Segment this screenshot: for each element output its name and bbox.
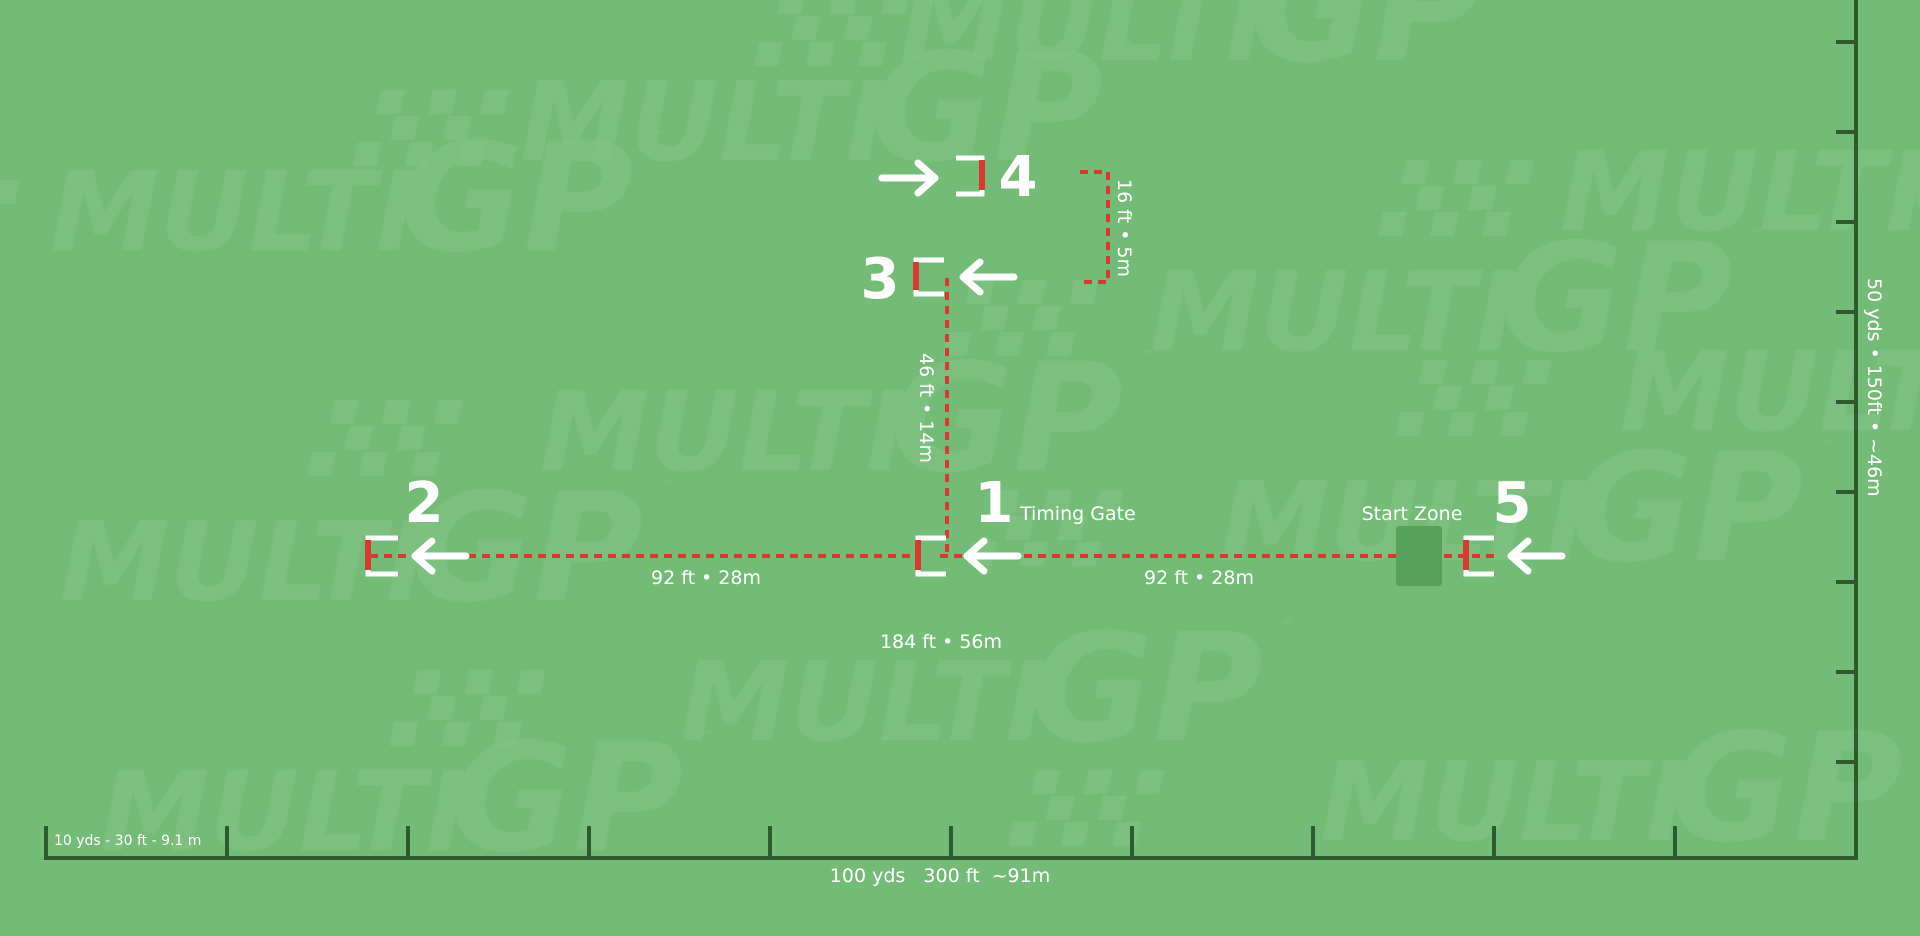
watermark-accent-text: GP: [410, 462, 643, 636]
y-axis-total-label: 50 yds • 150ft • ~46m: [1863, 278, 1885, 497]
measurement-1-to-5: 92 ft • 28m: [1144, 567, 1254, 589]
measurement-total: 184 ft • 56m: [880, 631, 1002, 653]
measurement-3-to-4: 16 ft • 5m: [1113, 179, 1135, 277]
x-scale-label: 10 yds - 30 ft - 9.1 m: [54, 833, 201, 849]
watermark-text: MULTI: [1560, 128, 1920, 256]
path-segment-3-4: [1080, 170, 1110, 284]
gate-1: 1 Timing Gate: [915, 471, 1136, 577]
start-zone-label: Start Zone: [1362, 503, 1463, 525]
watermark-accent-text: GP: [1250, 0, 1483, 96]
trademark-mark: ™: [1280, 618, 1294, 634]
watermark-text: MULTI: [1620, 328, 1920, 456]
gate-4: 4: [878, 145, 1038, 210]
x-axis-total-label: 100 yds 300 ft ~91m: [830, 865, 1050, 887]
watermark-accent-text: GP: [400, 112, 633, 286]
gate-5: 5: [1463, 471, 1566, 577]
left-arrow-icon: [411, 537, 470, 575]
start-zone: [1396, 526, 1442, 586]
gate-3-flag: [913, 262, 919, 290]
watermark-accent-text: GP: [890, 332, 1123, 506]
trademark-mark: ™: [650, 128, 664, 144]
trademark-mark: ™: [700, 728, 714, 744]
gate-1-label: Timing Gate: [1019, 503, 1136, 525]
watermark-accent-text: GP: [1670, 702, 1903, 876]
watermark-text: MULTI: [50, 148, 417, 276]
trademark-mark: ™: [1820, 438, 1834, 454]
gate-2-flag: [365, 540, 371, 570]
left-arrow-icon: [1507, 537, 1566, 575]
trademark-mark: ™: [660, 478, 674, 494]
measurement-2-to-1: 92 ft • 28m: [651, 567, 761, 589]
watermark-text: MULTI: [900, 0, 1267, 86]
measurement-1-to-3: 46 ft • 14m: [915, 353, 937, 463]
watermark-text: MULTI: [520, 58, 887, 186]
multigp-watermark: MULTIGP™MULTIGP™MULTIGP™MULTIGP™MULTIGP™…: [0, 0, 1920, 886]
left-arrow-icon: [963, 537, 1022, 575]
gate-4-number: 4: [999, 145, 1038, 210]
gate-4-flag: [979, 160, 985, 190]
gate-1-number: 1: [975, 471, 1014, 536]
gate-2-number: 2: [405, 471, 444, 536]
trademark-mark: ™: [1750, 228, 1764, 244]
gate-1-flag: [915, 540, 921, 570]
gate-5-flag: [1463, 540, 1469, 570]
watermark-text: MULTI: [100, 748, 467, 876]
gate-3: 3: [861, 247, 1018, 312]
y-axis: 50 yds • 150ft • ~46m: [1836, 0, 1885, 860]
gate-2: 2: [365, 471, 470, 577]
watermark-text: MULTI: [1320, 738, 1687, 866]
watermark-text: MULTI: [1150, 248, 1517, 376]
watermark-text: MULTI: [680, 638, 1047, 766]
gate-5-number: 5: [1493, 471, 1532, 536]
x-axis: 10 yds - 30 ft - 9.1 m 100 yds 300 ft ~9…: [44, 826, 1858, 887]
gate-3-number: 3: [861, 247, 900, 312]
left-arrow-icon: [959, 258, 1018, 296]
watermark-accent-text: GP: [1030, 602, 1263, 776]
watermark-accent-text: GP: [870, 22, 1103, 196]
gate-3-bracket: [913, 257, 944, 297]
watermark-accent-text: GP: [1500, 212, 1733, 386]
trademark-mark: ™: [1140, 348, 1154, 364]
right-arrow-icon: [878, 159, 939, 197]
trademark-mark: ™: [1120, 38, 1134, 54]
watermark-text: MULTI: [60, 498, 427, 626]
watermark-accent-text: GP: [1910, 92, 1920, 266]
watermark-text: MULTI: [540, 368, 907, 496]
watermark-accent-text: GP: [1570, 422, 1803, 596]
